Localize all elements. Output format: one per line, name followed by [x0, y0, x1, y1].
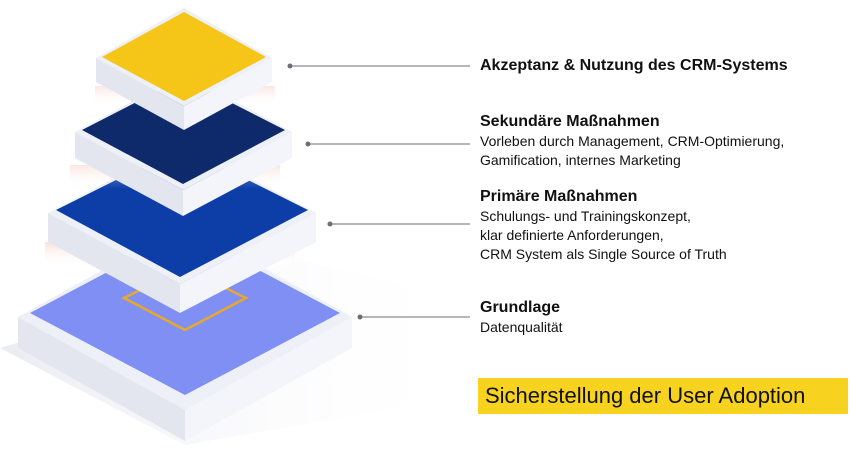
- layer-grundlage-side-left: [18, 317, 185, 441]
- label-grundlage: Grundlage Datenqualität: [480, 298, 840, 337]
- layer-primaere-side-right: [180, 213, 316, 313]
- label-grundlage-title: Grundlage: [480, 299, 561, 316]
- label-primaere-title: Primäre Maßnahmen: [480, 188, 638, 205]
- connector-grundlage: [357, 314, 470, 320]
- label-primaere-line-3: CRM System als Single Source of Truth: [480, 246, 727, 262]
- connector-primaere: [327, 221, 470, 227]
- pyramid-diagram: [0, 8, 470, 445]
- layer-primaere-side-left: [48, 213, 180, 313]
- user-adoption-banner: Sicherstellung der User Adoption: [478, 378, 848, 414]
- connector-akzeptanz: [287, 63, 470, 69]
- layer-akzeptanz-face: [102, 12, 266, 101]
- label-akzeptanz-title: Akzeptanz & Nutzung des CRM-Systems: [480, 57, 788, 74]
- layer-akzeptanz-side-right: [184, 58, 272, 130]
- layer-akzeptanz: [96, 8, 272, 130]
- label-grundlage-line-1: Datenqualität: [480, 319, 563, 335]
- label-sekundaere: Sekundäre Maßnahmen Vorleben durch Manag…: [480, 112, 840, 170]
- label-primaere-line-2: klar definierte Anforderungen,: [480, 227, 664, 243]
- label-primaere: Primäre Maßnahmen Schulungs- und Trainin…: [480, 187, 840, 264]
- connector-sekundaere: [305, 141, 470, 147]
- label-sekundaere-line-1: Vorleben durch Management, CRM-Optimieru…: [480, 133, 785, 149]
- layer-grundlage-side-right: [185, 317, 352, 441]
- layer-akzeptanz-side-left: [96, 58, 184, 130]
- label-primaere-line-1: Schulungs- und Trainingskonzept,: [480, 208, 691, 224]
- label-sekundaere-title: Sekundäre Maßnahmen: [480, 113, 660, 130]
- label-sekundaere-line-2: Gamification, internes Marketing: [480, 152, 681, 168]
- layer-sekundaere-side-right: [183, 132, 292, 216]
- label-akzeptanz: Akzeptanz & Nutzung des CRM-Systems: [480, 56, 840, 76]
- layer-sekundaere-side-left: [75, 132, 183, 216]
